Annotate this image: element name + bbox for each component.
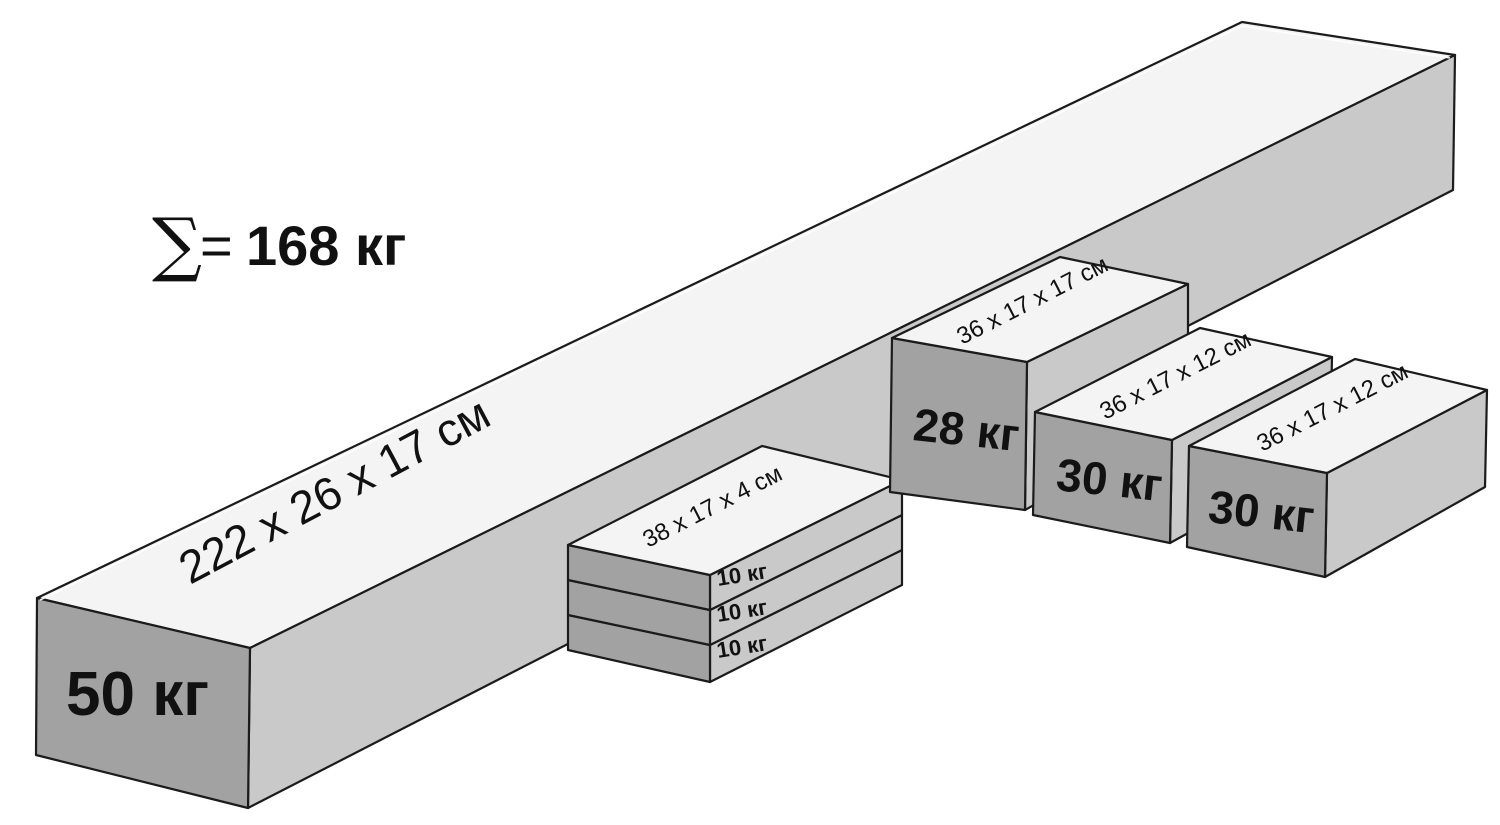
- right-box-weight-label: 30 кг: [1206, 480, 1317, 543]
- long-bar-weight-label: 50 кг: [66, 660, 209, 729]
- tall-box-top-face: [890, 255, 1190, 364]
- long-bar-front-face: [34, 596, 252, 810]
- thin-plate-stack: 38 x 17 x 4 см 10 кг 10 кг 10 кг: [566, 444, 904, 684]
- total-weight-value: 168 кг: [246, 214, 406, 277]
- middle-box-weight-label: 30 кг: [1054, 448, 1165, 511]
- right-box-top-face: [1187, 357, 1489, 475]
- right-box-block: 36 x 17 x 12 см 30 кг: [1185, 357, 1489, 579]
- sum-equals-sign: =: [200, 214, 233, 277]
- long-bar-block: 222 x 26 x 17 см 50 кг: [34, 20, 1457, 810]
- middle-box-top-face: [1033, 326, 1334, 442]
- sum-symbol: ∑: [152, 203, 202, 285]
- tall-box-weight-label: 28 кг: [911, 398, 1022, 461]
- total-weight-annotation: ∑ = 168 кг: [152, 203, 406, 285]
